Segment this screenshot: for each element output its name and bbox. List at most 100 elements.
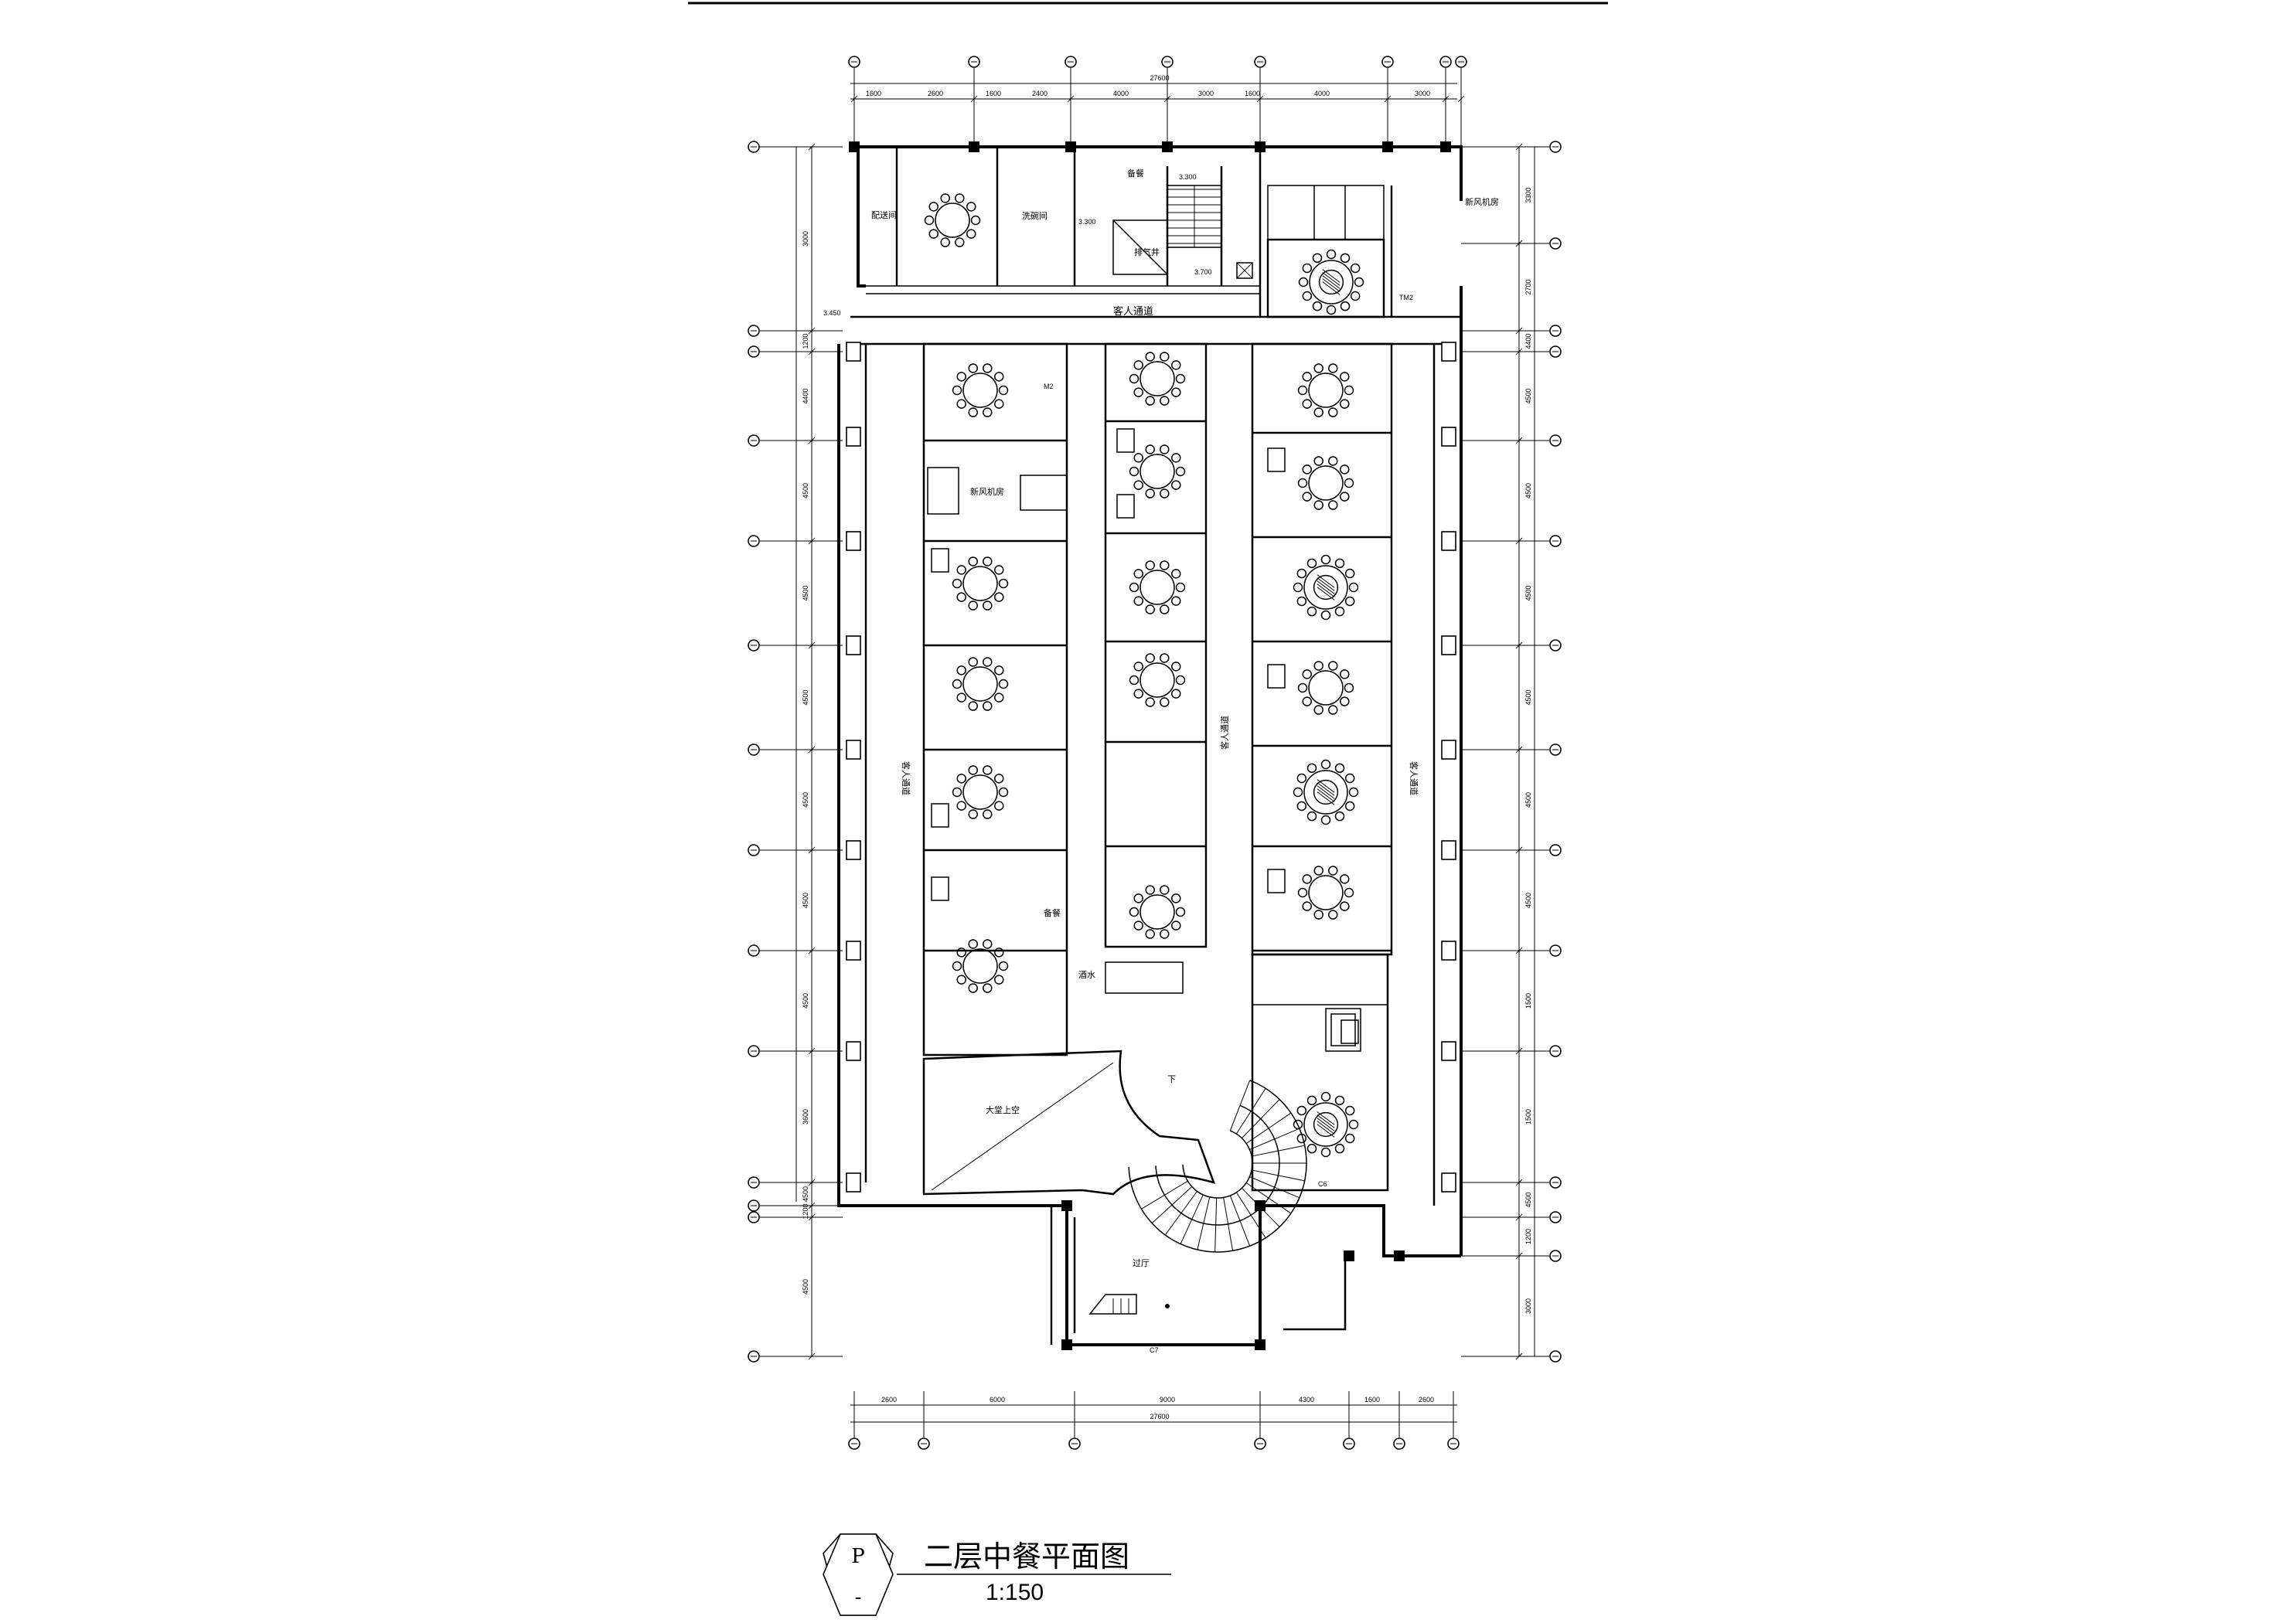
- chair: [994, 801, 1004, 811]
- chair: [1175, 907, 1186, 917]
- hatch: [1322, 281, 1340, 295]
- chair: [994, 592, 1004, 602]
- column-left: [846, 531, 861, 551]
- chair: [1320, 610, 1331, 621]
- right-segment-dimension: 1500: [1524, 1109, 1532, 1125]
- chair: [1171, 662, 1181, 672]
- table-top: [962, 373, 998, 408]
- column-right: [1441, 740, 1456, 760]
- lazy-susan: [1318, 269, 1344, 295]
- hatch: [1317, 788, 1335, 802]
- left-segment-dimension: 4500: [802, 585, 809, 601]
- chair: [1302, 669, 1312, 679]
- chair: [1145, 444, 1155, 454]
- door-tm2: TM2: [1399, 294, 1413, 301]
- chair: [1175, 466, 1186, 477]
- hatch: [1322, 272, 1340, 286]
- column-left: [846, 740, 861, 760]
- chair: [1133, 662, 1143, 672]
- chair: [1296, 596, 1307, 607]
- right-segment-dimension: 1500: [1524, 993, 1532, 1009]
- chair: [1145, 560, 1155, 570]
- chair: [983, 407, 993, 417]
- table-top: [1139, 361, 1175, 396]
- hatch: [1317, 574, 1335, 588]
- column-right: [1441, 840, 1456, 860]
- right-segment-dimension: 4500: [1524, 893, 1532, 908]
- column-bottom: [1394, 1250, 1405, 1261]
- spiral-tread: [1249, 1128, 1300, 1150]
- chair: [1313, 661, 1323, 671]
- top-segment-dimension: 2400: [1032, 90, 1048, 97]
- right-segment-dimension: 4500: [1524, 689, 1532, 705]
- column-left: [846, 1041, 861, 1061]
- chair: [1133, 893, 1143, 903]
- column-top: [1382, 141, 1393, 152]
- chair: [968, 809, 978, 819]
- spiral-tread: [1252, 1169, 1305, 1182]
- hatch: [1317, 1121, 1335, 1135]
- round-dining-table: [1129, 885, 1186, 939]
- chair: [968, 765, 978, 775]
- label-corridor-mid: 客人通道: [1219, 716, 1230, 750]
- chair: [1344, 1133, 1355, 1144]
- chair: [1302, 464, 1312, 475]
- chair: [940, 237, 950, 247]
- round-dining-table: [1129, 444, 1186, 498]
- chair: [1326, 305, 1337, 315]
- mid-room-block: [1104, 342, 1208, 948]
- label-fresh-air-left: 新风机房: [970, 486, 1004, 497]
- top-total-dimension: 27600: [1150, 74, 1169, 82]
- chair: [1344, 773, 1355, 784]
- chair: [1129, 373, 1139, 384]
- chair: [1344, 887, 1354, 898]
- round-dining-table: [952, 556, 1009, 611]
- chair: [1297, 682, 1308, 693]
- chair: [1313, 705, 1323, 715]
- spiral-tread: [1197, 1196, 1211, 1250]
- table-top: [1139, 662, 1175, 698]
- column-top: [849, 141, 860, 152]
- chair: [1340, 253, 1351, 264]
- chair: [1344, 385, 1354, 396]
- round-dining-table: [1298, 249, 1364, 315]
- title-index-letter: P: [851, 1545, 865, 1568]
- table-top: [1309, 260, 1354, 305]
- chair: [1160, 560, 1170, 570]
- left-room-block: [922, 342, 1068, 1056]
- sofa: [931, 876, 949, 901]
- sofa: [931, 803, 949, 828]
- round-dining-table: [952, 939, 1009, 993]
- chair: [1160, 604, 1170, 614]
- chair: [1328, 500, 1338, 510]
- chair: [1145, 604, 1155, 614]
- column-left: [846, 941, 861, 961]
- hatch: [1322, 269, 1340, 283]
- top-segment-dimension: 1600: [986, 90, 1001, 97]
- chair: [956, 774, 966, 784]
- chair: [1306, 763, 1317, 774]
- hatch: [1317, 577, 1335, 591]
- left-segment-dimension: 1200: [802, 333, 809, 349]
- chair: [1297, 887, 1308, 898]
- chair: [1175, 675, 1186, 686]
- right-segment-dimension: 3000: [1524, 1298, 1532, 1314]
- column-right: [1441, 427, 1456, 447]
- chair: [1340, 874, 1350, 884]
- chair: [1296, 1105, 1307, 1116]
- chair: [1348, 582, 1359, 593]
- table-top: [1303, 565, 1348, 610]
- top-segment-dimension: 1600: [866, 90, 881, 97]
- chair: [1145, 396, 1155, 406]
- right-grid-bubbles: [1461, 141, 1562, 1363]
- chair: [952, 961, 962, 971]
- column-left: [846, 342, 861, 362]
- lower-right-lounge: [1251, 953, 1389, 1192]
- left-segment-dimension: 4500: [802, 893, 809, 908]
- hatch: [1317, 587, 1335, 601]
- left-segment-dimension: 4400: [802, 388, 809, 403]
- chair: [955, 237, 965, 247]
- chair: [1328, 407, 1338, 417]
- chair: [1293, 787, 1303, 798]
- label-storage-top: 配送间: [871, 209, 897, 220]
